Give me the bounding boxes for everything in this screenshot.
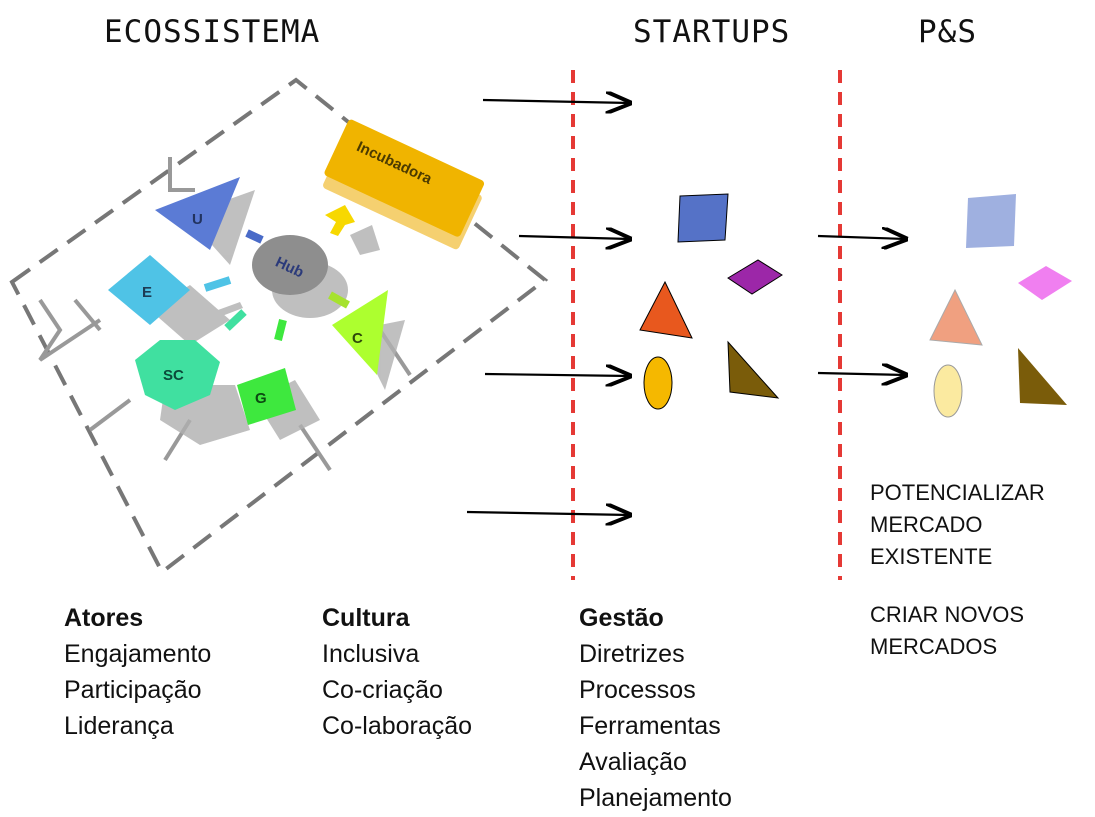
- atores-title: Atores: [64, 604, 144, 632]
- actor-u-label: U: [192, 211, 203, 228]
- ps-text-line: MERCADOS: [870, 634, 998, 659]
- cultura-item: Inclusiva: [322, 640, 420, 668]
- flow-arrows: [466, 100, 906, 515]
- cultura-item: Co-criação: [322, 676, 443, 704]
- actor-sc-shape: [135, 340, 220, 410]
- gestao-item: Planejamento: [579, 784, 732, 812]
- actor-e-shape: [108, 255, 190, 325]
- header-ps: P&S: [918, 14, 977, 50]
- startup-diamond: [727, 259, 783, 295]
- column-cultura: Cultura Inclusiva Co-criação Co-laboraçã…: [322, 600, 472, 744]
- actor-g-shape: [237, 368, 296, 425]
- connector-stubs: [203, 229, 350, 341]
- column-gestao: Gestão Diretrizes Processos Ferramentas …: [579, 600, 732, 816]
- atores-item: Liderança: [64, 712, 174, 740]
- actor-u-shape: [155, 177, 240, 250]
- gestao-item: Ferramentas: [579, 712, 721, 740]
- hub-shape: [252, 235, 328, 295]
- atores-item: Engajamento: [64, 640, 212, 668]
- ps-right-triangle: [1018, 348, 1067, 405]
- atores-item: Participação: [64, 676, 202, 704]
- gestao-item: Processos: [579, 676, 696, 704]
- cultura-title: Cultura: [322, 604, 410, 632]
- gestao-item: Avaliação: [579, 748, 687, 776]
- gestao-item: Diretrizes: [579, 640, 685, 668]
- actor-g-label: G: [255, 390, 267, 407]
- gestao-title: Gestão: [579, 604, 664, 632]
- ps-text-line: CRIAR NOVOS: [870, 602, 1025, 627]
- ps-diamond: [1018, 266, 1072, 300]
- ps-text-line: POTENCIALIZAR: [870, 480, 1045, 505]
- ps-triangle: [929, 288, 983, 346]
- column-atores: Atores Engajamento Participação Lideranç…: [64, 600, 211, 744]
- header-ecossistema: ECOSSISTEMA: [104, 14, 321, 50]
- actor-sc-label: SC: [163, 367, 184, 384]
- startup-ellipse: [643, 356, 673, 410]
- cultura-item: Co-laboração: [322, 712, 473, 740]
- startup-triangle: [639, 280, 693, 339]
- ps-shapes: [929, 194, 1072, 418]
- actor-c-shape: [332, 290, 388, 375]
- ps-text-line: EXISTENTE: [870, 544, 993, 569]
- ps-square: [966, 194, 1016, 248]
- actor-e-label: E: [142, 284, 152, 301]
- ps-text-line: MERCADO: [870, 512, 983, 537]
- ps-ellipse: [933, 364, 963, 418]
- ps-text-block: POTENCIALIZAR MERCADO EXISTENTE CRIAR NO…: [870, 477, 1045, 663]
- incubadora-block: Incubadora: [323, 119, 485, 250]
- startup-right-triangle: [727, 340, 780, 399]
- startup-square: [677, 193, 729, 243]
- actor-c-label: C: [352, 330, 363, 347]
- startup-shapes: [639, 193, 783, 410]
- ecosystem-boundary: [9, 77, 549, 576]
- incubadora-arrow: [325, 205, 355, 236]
- header-startups: STARTUPS: [633, 14, 791, 50]
